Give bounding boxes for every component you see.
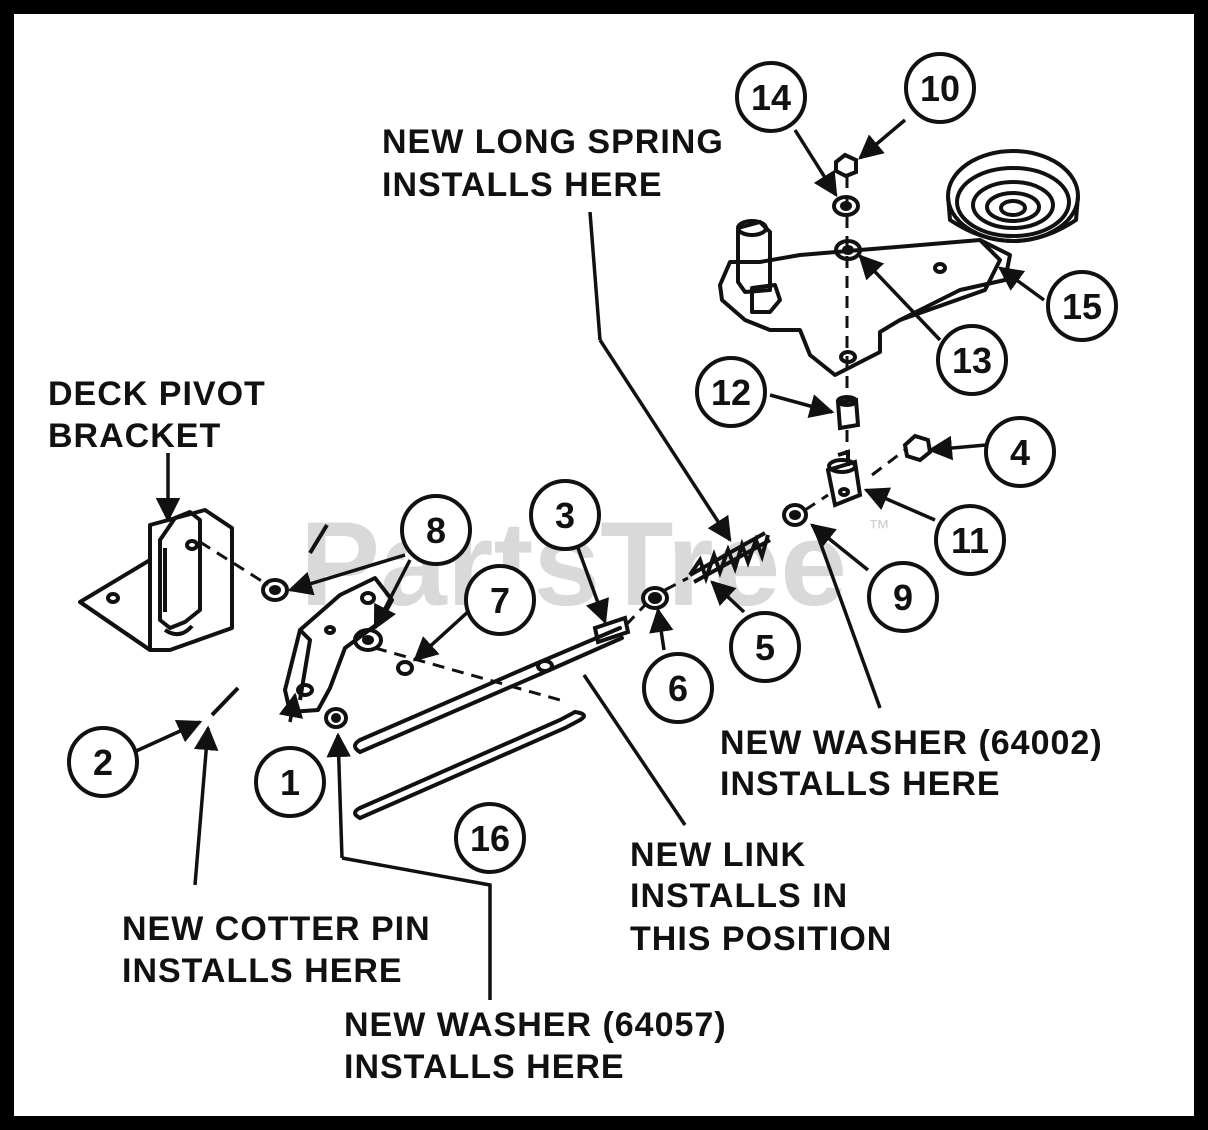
svg-text:5: 5 [755, 627, 775, 668]
svg-text:12: 12 [711, 372, 751, 413]
callout-11: 11 [934, 504, 1006, 576]
hardware [210, 152, 933, 729]
label-link-3: THIS POSITION [630, 920, 892, 958]
assembly-lines [199, 176, 906, 702]
callout-8: 8 [400, 494, 472, 566]
svg-text:4: 4 [1010, 432, 1030, 473]
callout-2: 2 [67, 726, 139, 798]
long-spring [688, 531, 771, 585]
svg-text:8: 8 [426, 510, 446, 551]
svg-text:9: 9 [893, 577, 913, 618]
callout-16: 16 [454, 802, 526, 874]
label-deck-pivot-1: DECK PIVOT [48, 375, 266, 413]
callout-3: 3 [529, 479, 601, 551]
svg-text:16: 16 [470, 818, 510, 859]
svg-text:6: 6 [668, 668, 688, 709]
label-washer-64002-1: NEW WASHER (64002) [720, 724, 1103, 762]
svg-text:10: 10 [920, 68, 960, 109]
svg-text:11: 11 [951, 520, 989, 561]
callouts: 1 2 3 4 5 6 7 [67, 52, 1118, 874]
watermark-tm: ™ [868, 515, 890, 540]
svg-text:1: 1 [280, 762, 300, 803]
callout-10: 10 [904, 52, 976, 124]
callout-4: 4 [984, 416, 1056, 488]
callout-9: 9 [867, 561, 939, 633]
svg-text:14: 14 [751, 77, 791, 118]
label-washer-64057-2: INSTALLS HERE [344, 1048, 625, 1086]
callout-15: 15 [1046, 270, 1118, 342]
callout-6: 6 [642, 652, 714, 724]
label-washer-64002-2: INSTALLS HERE [720, 765, 1001, 803]
label-deck-pivot-2: BRACKET [48, 417, 221, 455]
callout-5: 5 [729, 611, 801, 683]
svg-text:7: 7 [490, 580, 510, 621]
callout-7: 7 [464, 564, 536, 636]
svg-text:3: 3 [555, 495, 575, 536]
svg-text:15: 15 [1062, 286, 1102, 327]
deck-pivot-bracket [78, 508, 234, 652]
callout-12: 12 [695, 356, 767, 428]
text-labels: DECK PIVOT BRACKET NEW LONG SPRING INSTA… [48, 123, 1103, 1086]
label-link-1: NEW LINK [630, 836, 806, 874]
callout-14: 14 [735, 61, 807, 133]
label-cotter-2: INSTALLS HERE [122, 952, 403, 990]
idler-bracket [718, 149, 1080, 377]
svg-text:2: 2 [93, 742, 113, 783]
label-long-spring-1: NEW LONG SPRING [382, 123, 724, 161]
callout-1: 1 [254, 746, 326, 818]
label-washer-64057-1: NEW WASHER (64057) [344, 1006, 727, 1044]
label-long-spring-2: INSTALLS HERE [382, 166, 663, 204]
svg-text:13: 13 [952, 340, 992, 381]
callout-13: 13 [936, 324, 1008, 396]
label-link-2: INSTALLS IN [630, 877, 848, 915]
label-cotter-1: NEW COTTER PIN [122, 910, 431, 948]
leader-lines [133, 118, 1046, 1000]
link-rods [353, 615, 631, 820]
